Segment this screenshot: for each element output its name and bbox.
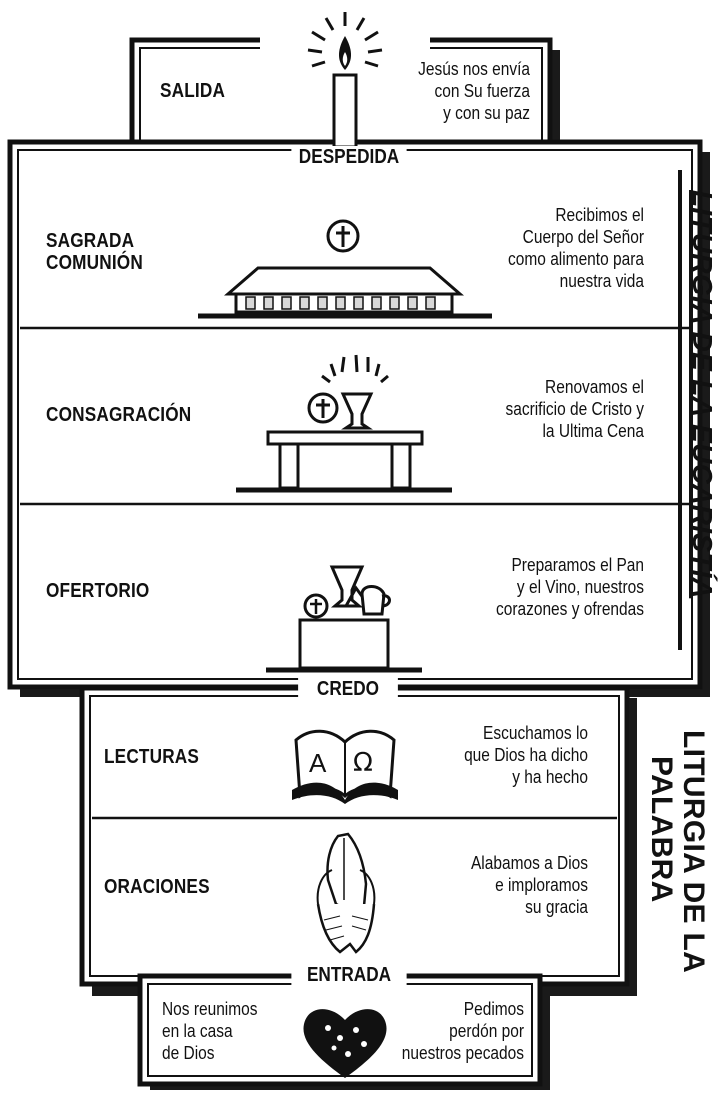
open-bible-icon: [292, 729, 398, 804]
omega-glyph: Ω: [353, 748, 373, 778]
alpha-glyph: A: [309, 748, 327, 778]
despedida-label: DESPEDIDA: [291, 146, 407, 169]
heart-icon: [303, 1009, 387, 1078]
communion-rail-icon: [198, 266, 492, 319]
consagracion-description: Renovamos el sacrificio de Cristo y la U…: [505, 377, 644, 441]
altar-consecration-icon: [236, 354, 452, 493]
candle-icon: [260, 12, 430, 149]
oraciones-description: Alabamos a Dios e imploramos su gracia: [470, 853, 588, 917]
comunion-description: Recibimos el Cuerpo del Señor como alime…: [508, 205, 644, 291]
credo-label: CREDO: [298, 678, 398, 701]
salida-title: SALIDA: [160, 80, 226, 102]
entrada-left-description: Nos reunimos en la casa de Dios: [162, 999, 258, 1063]
entrada-right-description: Pedimos perdón por nuestros pecados: [401, 999, 524, 1063]
liturgia-palabra-title-line2: PALABRA: [645, 756, 678, 903]
consagracion-title: CONSAGRACIÓN: [46, 404, 192, 426]
lecturas-title: LECTURAS: [104, 746, 200, 768]
praying-hands-icon: [316, 832, 376, 954]
host-icon: [326, 219, 360, 253]
entrada-label: ENTRADA: [291, 964, 407, 987]
salida-description: Jesús nos envía con Su fuerza y con su p…: [418, 59, 530, 123]
liturgia-eucaristia-title: LITURGIA DE LA EUCARISTÍA: [687, 190, 718, 599]
oraciones-title: ORACIONES: [104, 876, 210, 898]
liturgia-palabra-title-line1: LITURGIA DE LA: [677, 730, 710, 974]
comunion-title: SAGRADA COMUNIÓN: [46, 230, 143, 274]
ofertorio-title: OFERTORIO: [46, 580, 150, 602]
ofertorio-description: Preparamos el Pan y el Vino, nuestros co…: [495, 555, 644, 619]
lecturas-description: Escuchamos lo que Dios ha dicho y ha hec…: [464, 723, 588, 787]
offertory-icon: [266, 565, 422, 673]
